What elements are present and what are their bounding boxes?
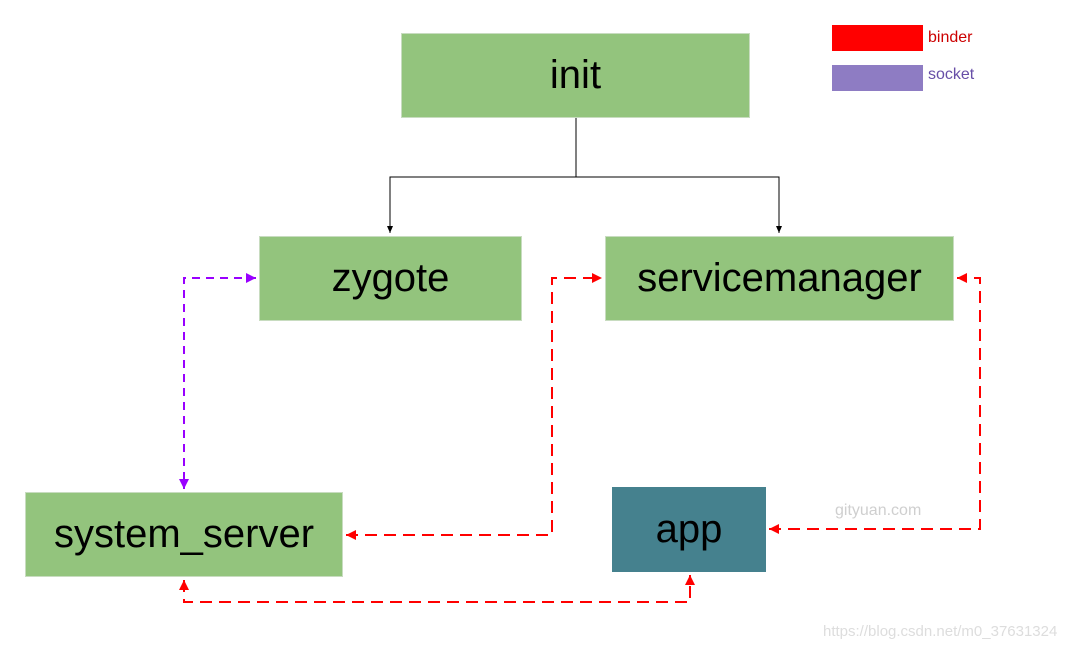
node-app-label: app bbox=[655, 507, 723, 551]
edge-system-server-servicemanager bbox=[346, 273, 602, 540]
node-servicemanager-label: servicemanager bbox=[637, 256, 922, 300]
node-app: app bbox=[612, 487, 766, 572]
edge-app-servicemanager bbox=[769, 273, 981, 534]
edge-init-servicemanager bbox=[576, 176, 782, 233]
edge-system-server-app bbox=[179, 575, 695, 603]
legend-socket-label: socket bbox=[928, 66, 975, 83]
node-zygote: zygote bbox=[259, 236, 522, 321]
node-system-server: system_server bbox=[25, 492, 343, 577]
watermark-csdn: https://blog.csdn.net/m0_37631324 bbox=[823, 623, 1058, 640]
node-system-server-label: system_server bbox=[53, 512, 315, 556]
node-zygote-label: zygote bbox=[331, 256, 450, 300]
edge-zygote-system-server bbox=[179, 273, 256, 489]
watermark-gityuan: gityuan.com bbox=[835, 502, 922, 519]
node-init: init bbox=[401, 33, 750, 118]
legend-socket-swatch bbox=[832, 65, 923, 91]
node-servicemanager: servicemanager bbox=[605, 236, 954, 321]
node-init-label: init bbox=[549, 53, 602, 97]
legend-binder-swatch bbox=[832, 25, 923, 51]
legend-binder-label: binder bbox=[928, 29, 973, 46]
edge-init-zygote bbox=[387, 118, 577, 233]
